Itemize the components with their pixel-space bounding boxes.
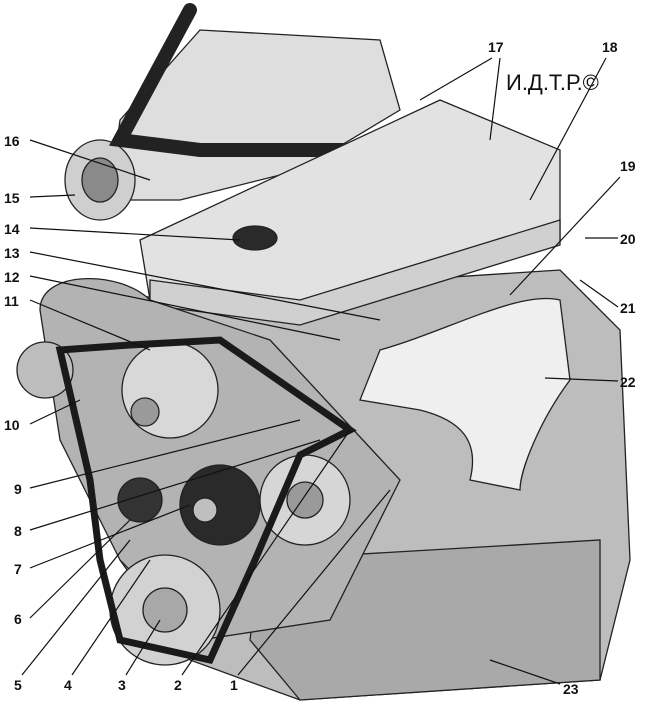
leader-line-1: [237, 489, 391, 676]
leader-line-17: [489, 57, 501, 141]
callout-label-16: 16: [4, 133, 20, 149]
publisher-logo: И.Д.Т.Р.©: [506, 70, 599, 95]
leader-line-22: [544, 377, 619, 382]
callout-label-12: 12: [4, 269, 20, 285]
callout-label-19: 19: [620, 158, 636, 174]
leader-line-14: [29, 227, 241, 241]
callout-label-8: 8: [14, 523, 22, 539]
leader-line-18: [529, 57, 607, 201]
callout-label-7: 7: [14, 561, 22, 577]
leader-line-9: [29, 419, 301, 489]
leader-line-5: [21, 539, 131, 676]
callout-label-23: 23: [563, 681, 579, 697]
callout-label-18: 18: [602, 39, 618, 55]
leader-line-21: [579, 279, 619, 308]
leader-line-15: [29, 194, 76, 198]
callout-label-20: 20: [620, 231, 636, 247]
callout-label-9: 9: [14, 481, 22, 497]
leader-line-12: [29, 275, 341, 341]
leader-line-6: [29, 519, 131, 619]
callout-label-21: 21: [620, 300, 636, 316]
callout-label-5: 5: [14, 677, 22, 693]
leader-line-2: [181, 429, 351, 676]
leader-line-4: [71, 559, 151, 676]
oil-filler-cap: [232, 225, 278, 251]
leader-line-11: [29, 299, 151, 351]
callout-label-1: 1: [230, 677, 238, 693]
callout-label-13: 13: [4, 245, 20, 261]
leader-line-7: [29, 504, 191, 569]
callout-label-6: 6: [14, 611, 22, 627]
engine-illustration: [16, 3, 631, 701]
callout-label-15: 15: [4, 190, 20, 206]
leader-line-8: [29, 439, 321, 531]
callout-label-3: 3: [118, 677, 126, 693]
callout-label-11: 11: [4, 293, 19, 309]
leader-line-19: [509, 176, 621, 296]
leader-line-16: [29, 139, 151, 181]
callout-label-22: 22: [620, 374, 636, 390]
callout-label-2: 2: [174, 677, 182, 693]
callout-label-14: 14: [4, 221, 20, 237]
leader-lines: [21, 57, 621, 685]
callout-label-17: 17: [488, 39, 504, 55]
leader-line-10: [29, 399, 81, 425]
leader-line-3: [125, 619, 161, 676]
callout-label-4: 4: [64, 677, 72, 693]
callout-label-10: 10: [4, 417, 20, 433]
leader-line-23: [489, 659, 561, 685]
leader-line-17: [419, 57, 493, 101]
leader-line-13: [29, 251, 381, 321]
